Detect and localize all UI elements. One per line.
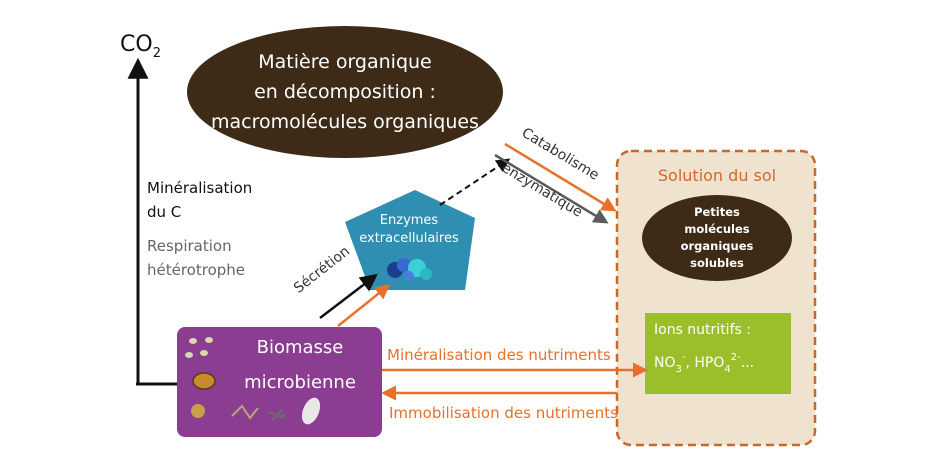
mite-icon: [267, 409, 287, 421]
secretion-arrow-black: [319, 273, 378, 319]
enzymes-pentagon: [345, 190, 475, 290]
label-heterotrophe: hétérotrophe: [147, 261, 246, 279]
ions-box: [645, 313, 791, 394]
phosphate-subscript: 4: [724, 364, 731, 375]
soil-solution-title: Solution du sol: [657, 165, 777, 185]
immobilisation-nutrients-label: Immobilisation des nutriments: [389, 404, 618, 422]
biomass-line2: microbienne: [244, 371, 356, 393]
co2-label: CO2: [120, 32, 161, 61]
nematode-icon: [191, 404, 205, 418]
biomass-line1: Biomasse: [256, 336, 344, 358]
secretion-arrow-orange: [337, 284, 391, 327]
mineralisation-nutrients-label: Minéralisation des nutriments: [387, 346, 611, 364]
hyphae-icon: [231, 404, 259, 420]
rotifer-icon: [301, 397, 321, 425]
nitrate-base: NO: [654, 355, 676, 371]
protein-structure-icon: [387, 258, 432, 281]
co2-subscript: 2: [152, 46, 161, 61]
nitrate-subscript: 3: [675, 364, 682, 375]
enzymes-to-organic-dashed-arrow: [439, 158, 511, 206]
catabolism-arrow-gray: [494, 153, 609, 224]
ions-formula: NO3-, HPO42-...: [654, 352, 754, 375]
organic-matter-text: Matière organique en décomposition : mac…: [211, 51, 479, 133]
ions-title: Ions nutritifs :: [654, 322, 751, 338]
biomass-box: [177, 327, 382, 437]
organic-matter-ellipse: [187, 26, 503, 158]
phosphate-superscript: 2-: [730, 352, 741, 363]
bacteria-icon: [189, 338, 197, 344]
phosphate-base: HPO: [694, 355, 725, 371]
small-molecules-ellipse: [642, 195, 792, 281]
label-du-c: du C: [147, 203, 182, 221]
ion-ellipsis: ...: [740, 355, 755, 371]
label-respiration: Respiration: [147, 237, 232, 255]
microbe-icons: [185, 337, 321, 425]
label-mineralisation: Minéralisation: [147, 179, 253, 197]
catabolism-arrow-orange: [504, 142, 617, 212]
ion-separator: ,: [685, 355, 695, 371]
small-molecules-text: Petites molécules organiques solubles: [680, 205, 754, 270]
nitrate-superscript: -: [681, 352, 686, 363]
co2-base: CO: [120, 32, 153, 57]
enzymes-text: Enzymes extracellulaires: [359, 213, 459, 246]
protozoa-icon: [192, 372, 216, 390]
